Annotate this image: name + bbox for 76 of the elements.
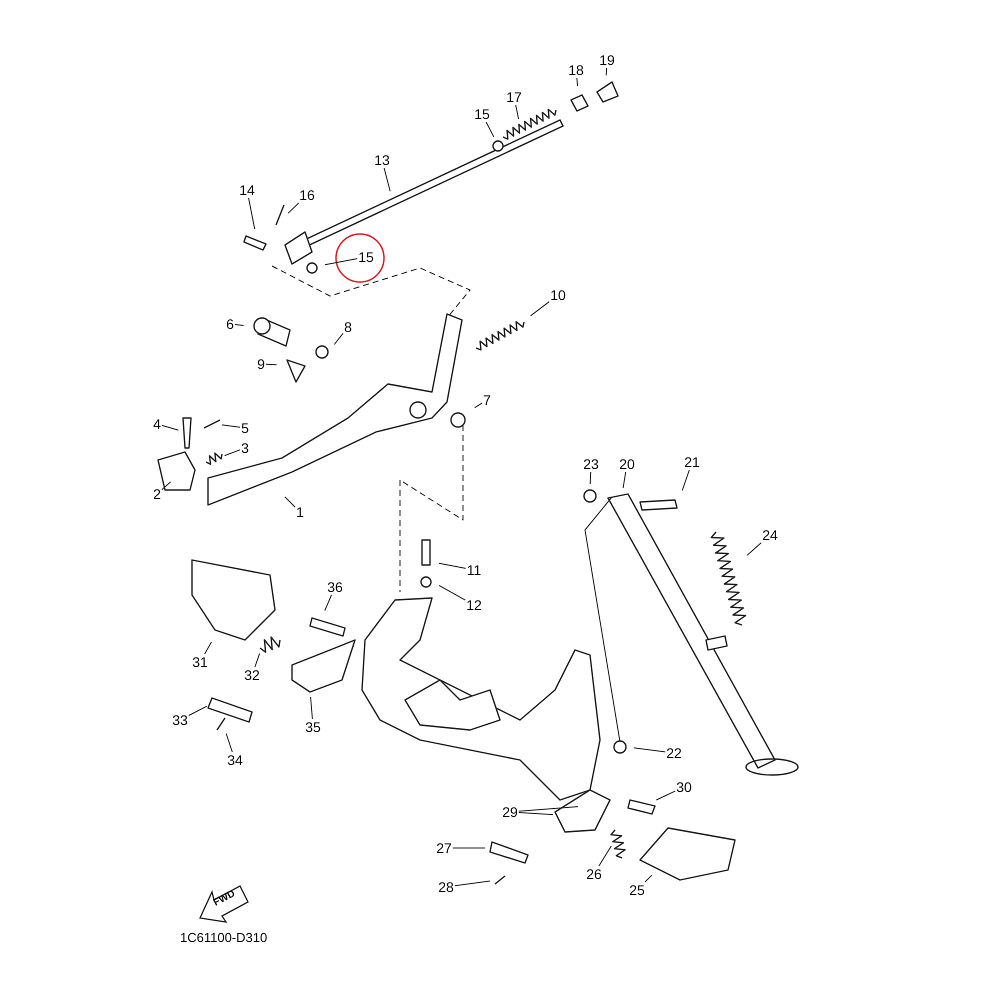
callout-number: 15 — [358, 250, 374, 264]
leader-line — [576, 78, 578, 86]
callout-number: 29 — [502, 805, 518, 819]
callout-number: 12 — [466, 598, 482, 612]
direction-label: FWD — [212, 888, 238, 909]
callout-number: 30 — [676, 780, 692, 794]
leader-line — [265, 364, 278, 366]
callout-number: 17 — [506, 90, 522, 104]
callout-number: 19 — [599, 53, 615, 67]
drawing-number: 1C61100-D310 — [180, 930, 268, 945]
leader-line — [224, 449, 241, 456]
leader-line — [284, 496, 296, 508]
callout-number: 28 — [438, 880, 454, 894]
callout-number: 36 — [327, 580, 343, 594]
leader-line — [226, 733, 233, 752]
callout-number: 11 — [466, 563, 482, 577]
callout-number: 3 — [241, 441, 249, 455]
leader-line — [324, 594, 332, 612]
callout-number: 14 — [239, 183, 255, 197]
leader-line — [384, 168, 391, 192]
callout-number: 6 — [226, 317, 234, 331]
callout-number: 4 — [153, 417, 161, 431]
callout-number: 21 — [684, 455, 700, 469]
callout-number: 15 — [474, 107, 490, 121]
callout-number: 16 — [299, 188, 315, 202]
leader-line — [682, 470, 690, 491]
leader-line — [633, 747, 666, 752]
callout-number: 5 — [241, 421, 249, 435]
leader-line — [515, 104, 520, 120]
leader-line — [188, 706, 208, 716]
leader-line — [234, 324, 244, 326]
callout-number: 9 — [257, 357, 265, 371]
callout-number: 35 — [305, 720, 321, 734]
callout-number: 13 — [374, 153, 390, 167]
leader-line — [606, 68, 608, 76]
callout-number: 7 — [483, 393, 491, 407]
callout-number: 31 — [192, 655, 208, 669]
callout-number: 24 — [762, 528, 778, 542]
callout-number: 26 — [586, 867, 602, 881]
callout-number: 25 — [629, 883, 645, 897]
callout-number: 34 — [227, 753, 243, 767]
leader-line — [486, 122, 494, 138]
leader-line — [438, 584, 466, 601]
leader-line — [474, 402, 483, 408]
leader-line — [454, 880, 491, 886]
leader-line — [622, 472, 626, 489]
callout-number: 10 — [550, 288, 566, 302]
callout-number: 1 — [296, 505, 304, 519]
callout-number: 18 — [568, 63, 584, 77]
leader-line — [530, 301, 550, 316]
leader-line — [438, 562, 466, 569]
leader-line — [254, 653, 260, 668]
callout-number: 23 — [583, 457, 599, 471]
leader-line — [746, 542, 762, 556]
leader-line — [161, 481, 172, 490]
leader-line — [590, 472, 592, 484]
callout-number: 2 — [153, 487, 161, 501]
leader-line — [161, 424, 179, 431]
leader-line — [334, 332, 344, 345]
leader-line — [204, 642, 212, 654]
callout-number: 8 — [344, 320, 352, 334]
leader-line — [288, 202, 300, 214]
leader-line — [656, 790, 676, 800]
leader-line — [598, 846, 612, 866]
leader-line — [248, 198, 256, 230]
leader-line — [644, 874, 652, 882]
callout-number: 22 — [666, 746, 682, 760]
callout-number: 20 — [619, 457, 635, 471]
callout-number: 33 — [172, 713, 188, 727]
callout-number: 32 — [244, 668, 260, 682]
callout-number: 27 — [436, 841, 452, 855]
leader-line — [324, 258, 358, 266]
leader-line — [310, 696, 313, 720]
leader-line — [221, 424, 241, 428]
leader-line — [518, 812, 554, 816]
leader-line — [518, 806, 578, 812]
